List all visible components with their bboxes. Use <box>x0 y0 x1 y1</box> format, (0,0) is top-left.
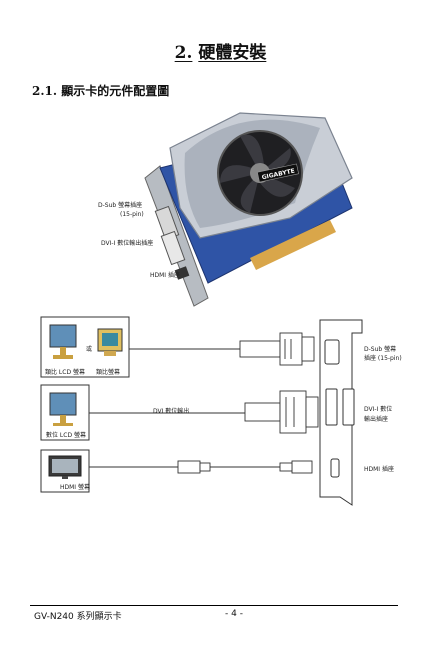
footer-product: GV-N240 系列顯示卡 <box>34 612 122 622</box>
analog-crt-label: 類比螢幕 <box>96 369 121 376</box>
photo-label-hdmi: HDMI 插座 <box>150 272 180 279</box>
bracket-dvi-port-1 <box>325 388 338 426</box>
chapter-title: 2. 硬體安裝 <box>0 38 441 63</box>
photo-label-dsub: D-Sub 螢幕插座 <box>98 202 143 209</box>
bracket-hdmi-port <box>330 458 340 478</box>
digital-lcd-label: 數位 LCD 螢幕 <box>46 432 86 439</box>
analog-lcd-icon <box>49 324 77 348</box>
section-number: 2.1. <box>32 84 58 98</box>
bracket-dsub-label-2: 插座 (15-pin) <box>364 355 402 362</box>
photo-label-dsub-pin: (15-pin) <box>120 211 144 218</box>
bracket-hdmi-label: HDMI 插座 <box>364 466 394 473</box>
section-heading: 2.1. 顯示卡的元件配置圖 <box>32 82 169 99</box>
vga-plug <box>239 332 315 366</box>
chapter-name: 硬體安裝 <box>198 43 267 63</box>
bracket-dsub-label: D-Sub 螢幕 <box>364 346 397 353</box>
page-number: - 4 - <box>225 609 243 619</box>
footer-rule <box>30 605 398 606</box>
dvi-cable-label: DVI 數位輸出 <box>153 408 190 415</box>
digital-lcd-icon <box>49 392 77 416</box>
or-label: 或 <box>86 346 93 353</box>
hdmi-plug <box>177 460 313 474</box>
bracket-dvi-label: DVI-I 數位 <box>364 406 393 413</box>
bracket-dvi-label-2: 輸出插座 <box>364 416 389 423</box>
graphics-card-illustration: GIGABYTE <box>144 112 353 307</box>
dvi-plug <box>244 390 319 434</box>
bracket-vga-port <box>324 339 340 365</box>
connection-diagram <box>40 316 363 506</box>
analog-lcd-label: 類比 LCD 螢幕 <box>45 369 85 376</box>
hdmi-monitor-label: HDMI 螢幕 <box>60 484 90 491</box>
section-title: 顯示卡的元件配置圖 <box>61 84 170 98</box>
photo-label-dvi: DVI-I 數位輸出插座 <box>101 240 154 247</box>
chapter-number: 2. <box>174 43 193 63</box>
bracket-dvi-port-2 <box>342 388 355 426</box>
